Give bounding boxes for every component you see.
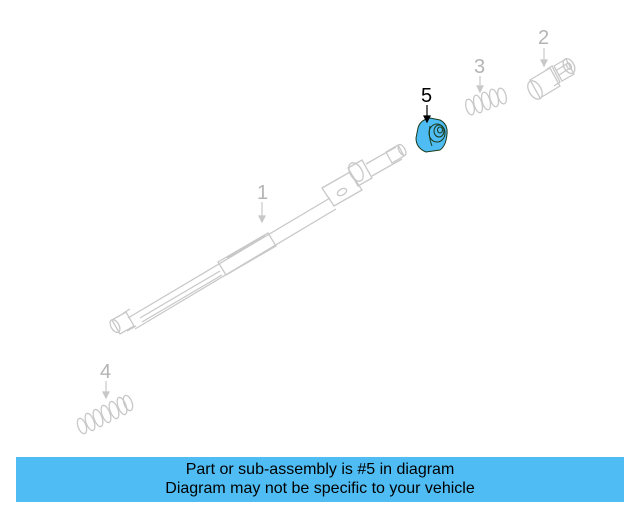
part-3-spring (464, 87, 508, 116)
callout-4: 4 (100, 361, 112, 383)
banner-line-disclaimer: Diagram may not be specific to your vehi… (165, 480, 475, 497)
callout-5: 5 (421, 85, 433, 107)
part-5-bushing-highlighted (415, 117, 448, 153)
parts-diagram: 1 2 3 4 5 (76, 27, 576, 435)
callout-3: 3 (474, 56, 486, 78)
banner-line-part-number: Part or sub-assembly is #5 in diagram (185, 461, 455, 478)
callout-2: 2 (538, 27, 550, 49)
callout-1: 1 (257, 182, 269, 204)
part-2-connector (527, 57, 576, 100)
part-4-spring (76, 394, 134, 435)
part-1-shaft (109, 143, 407, 335)
info-banner: Part or sub-assembly is #5 in diagram Di… (16, 457, 624, 502)
leader-arrows (102, 48, 548, 400)
